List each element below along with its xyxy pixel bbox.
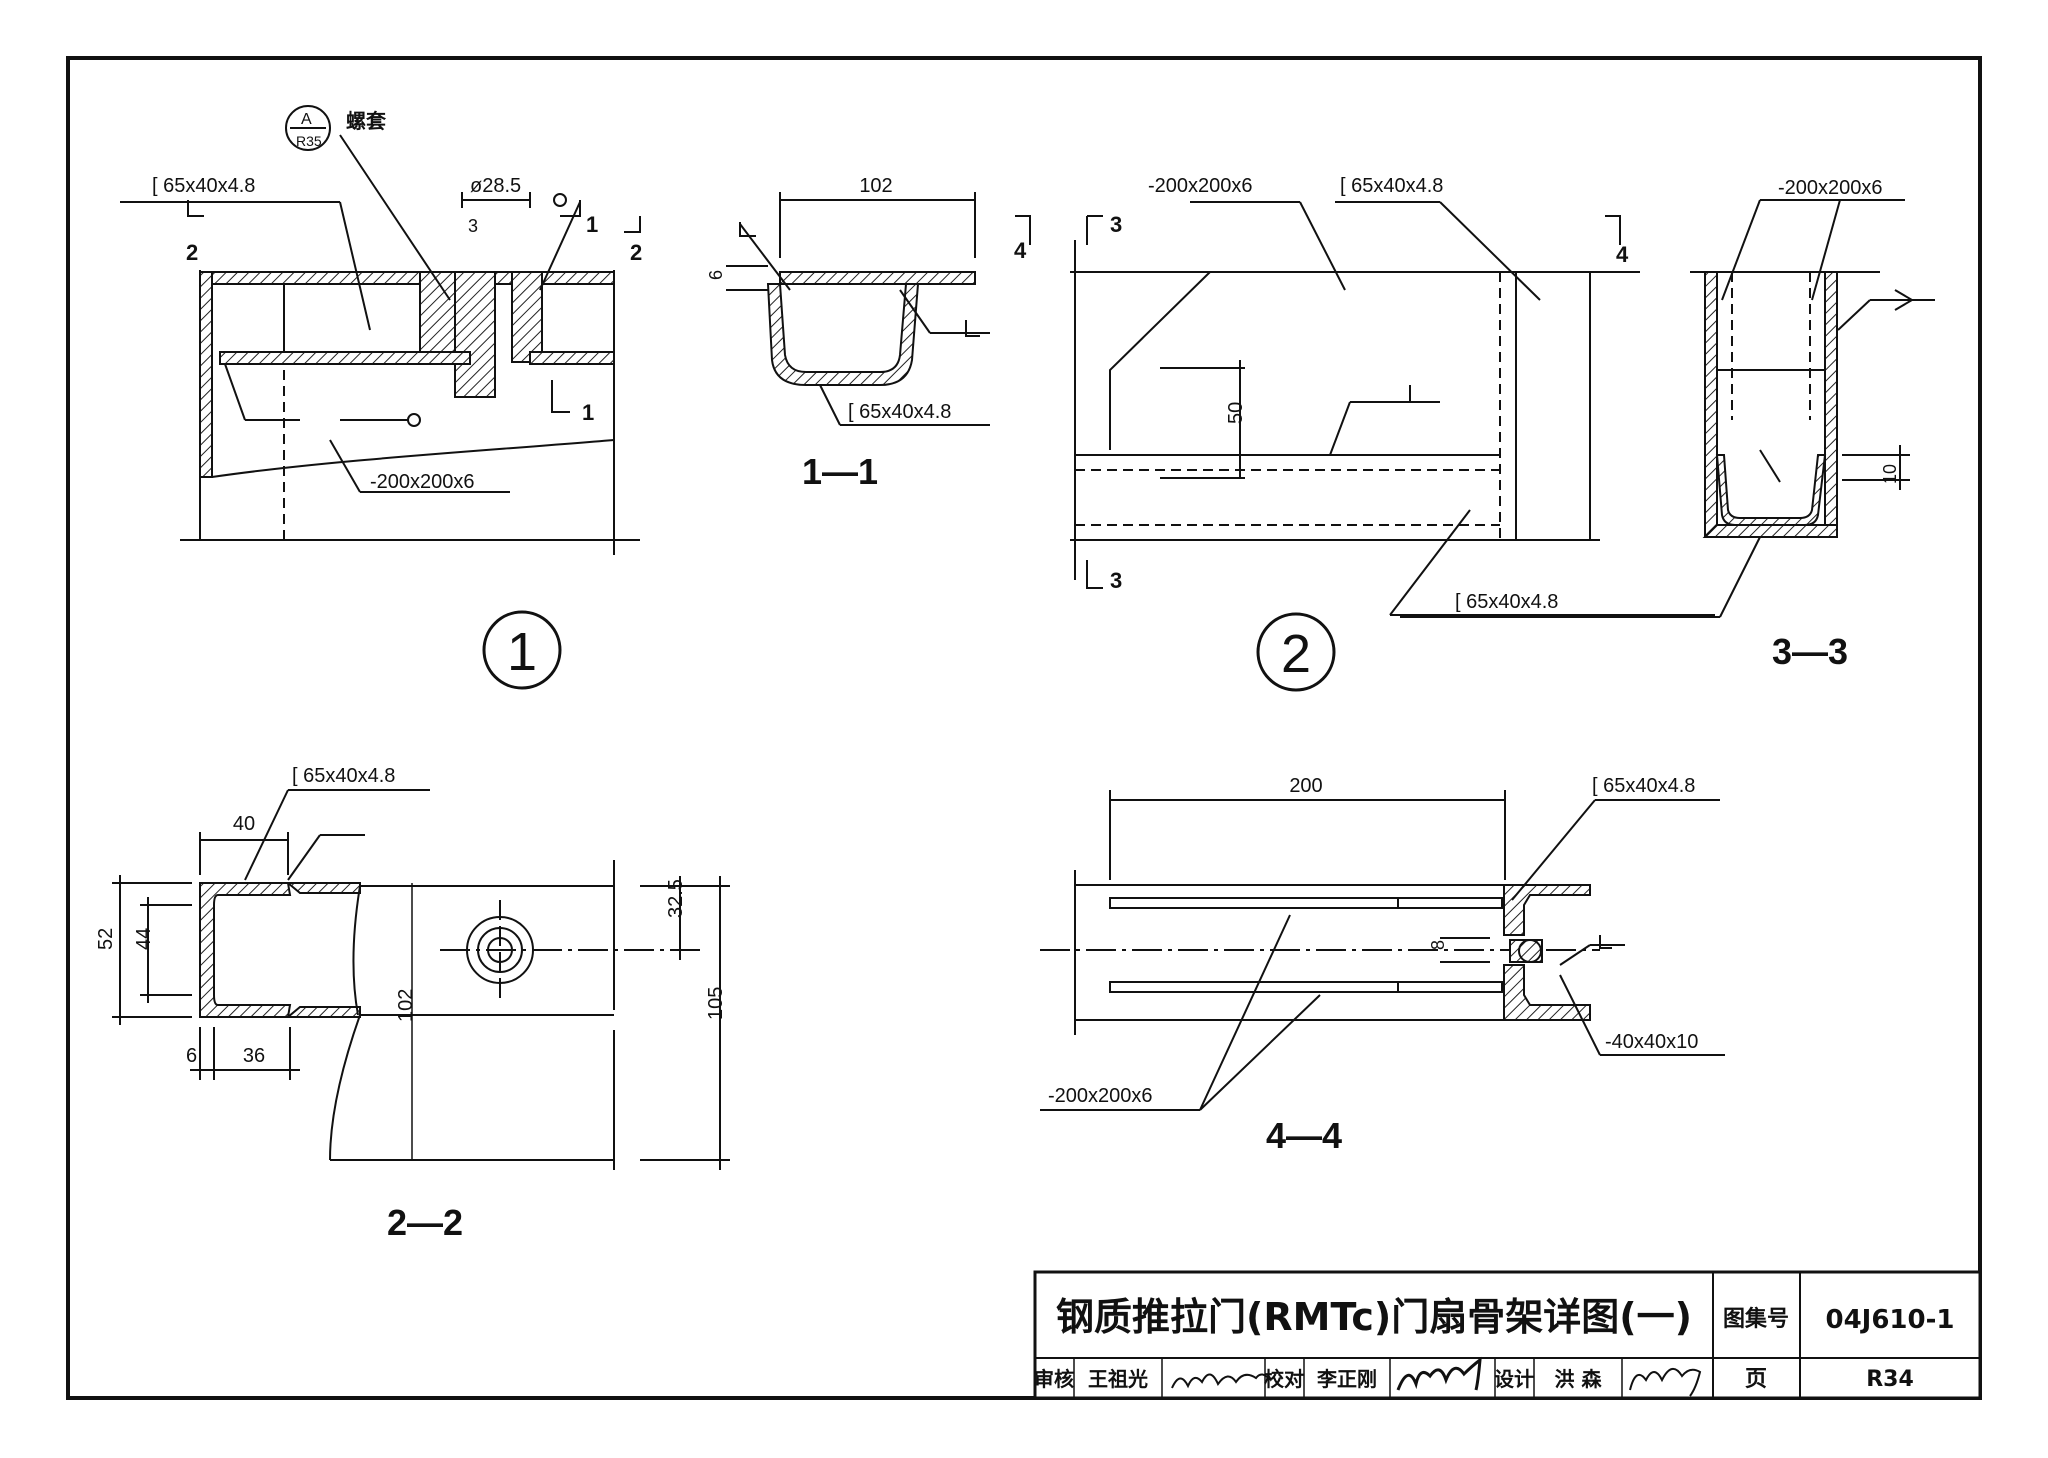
detail-1-circle — [482, 610, 562, 690]
section-mark-2-left: 2 — [186, 240, 198, 265]
review-label: 审核 — [1034, 1367, 1074, 1391]
section-4-4-title: 4—4 — [1266, 1115, 1342, 1156]
section-4-4-plate-small-label: -40x40x10 — [1605, 1031, 1698, 1053]
section-1-1-dim-102: 102 — [859, 175, 892, 197]
section-2-2-dim-44: 44 — [133, 928, 155, 950]
section-2-2-dim-36: 36 — [243, 1045, 265, 1067]
section-3-3-title: 3—3 — [1772, 631, 1848, 672]
section-mark-1-bottom: 1 — [582, 400, 594, 425]
detail-ref-top: A — [301, 111, 312, 128]
section-mark-1-top: 1 — [586, 212, 598, 237]
atlas-label: 图集号 — [1723, 1306, 1789, 1332]
section-mark-4-right: 4 — [1616, 242, 1629, 267]
section-2-2-drawing — [112, 789, 730, 1170]
section-4-4-dim-8: 8 — [1428, 940, 1448, 950]
section-1-1-channel-label: [ 65x40x4.8 — [848, 401, 951, 423]
section-2-2-dim-325: 32.5 — [665, 879, 687, 918]
section-1-1-dim-6: 6 — [706, 270, 726, 280]
design-label: 设计 — [1494, 1367, 1534, 1391]
atlas-number: 04J610-1 — [1825, 1305, 1954, 1335]
section-mark-2-right: 2 — [630, 240, 642, 265]
detail-1-drawing — [120, 105, 641, 555]
section-4-4-plate-label: -200x200x6 — [1048, 1085, 1153, 1107]
detail-1-channel-label: [ 65x40x4.8 — [152, 175, 255, 197]
section-4-4-channel-label: [ 65x40x4.8 — [1592, 775, 1695, 797]
section-4-4-drawing — [1040, 790, 1725, 1111]
checker-signature — [1396, 1356, 1482, 1391]
detail-ref-bottom: R35 — [296, 133, 322, 149]
detail-2-dim-50: 50 — [1225, 402, 1247, 424]
section-mark-4-left: 4 — [1014, 238, 1027, 263]
reviewer-name: 王祖光 — [1088, 1367, 1148, 1391]
weld3-label: 3 — [468, 216, 478, 236]
section-mark-3-bottom: 3 — [1110, 568, 1122, 593]
detail-1-plate-label: -200x200x6 — [370, 471, 475, 493]
detail-2-channel-label: [ 65x40x4.8 — [1340, 175, 1443, 197]
detail-2-circle — [1256, 612, 1336, 692]
page-label: 页 — [1745, 1367, 1767, 1392]
section-1-1-title: 1—1 — [802, 451, 878, 492]
section-3-3-drawing — [1400, 199, 1935, 618]
detail-1-number: 1 — [507, 622, 537, 682]
section-1-1-drawing — [726, 192, 990, 426]
check-label: 校对 — [1264, 1367, 1304, 1391]
bolt-sleeve-label: 螺套 — [346, 109, 386, 133]
detail-2-bottom-channel-label: [ 65x40x4.8 — [1455, 591, 1558, 613]
section-3-3-dim-10: 10 — [1880, 464, 1900, 484]
section-2-2-title: 2—2 — [387, 1202, 463, 1243]
section-3-3-plate-label: -200x200x6 — [1778, 177, 1883, 199]
drawing-title: 钢质推拉门(RMTc)门扇骨架详图(一) — [1056, 1295, 1692, 1339]
dia-label: ø28.5 — [470, 175, 521, 197]
title-block: 钢质推拉门(RMTc)门扇骨架详图(一) 图集号 04J610-1 页 R34 … — [1033, 1270, 1982, 1400]
section-2-2-dim-40: 40 — [233, 813, 255, 835]
section-mark-3-top: 3 — [1110, 212, 1122, 237]
page-number: R34 — [1866, 1367, 1914, 1392]
detail-2-drawing — [1015, 201, 1715, 616]
designer-signature — [1629, 1368, 1702, 1397]
section-4-4-dim-200: 200 — [1289, 775, 1322, 797]
detail-2-plate-label: -200x200x6 — [1148, 175, 1253, 197]
section-2-2-dim-6: 6 — [186, 1045, 197, 1067]
reviewer-signature — [1171, 1373, 1271, 1389]
section-2-2-dim-105: 105 — [705, 987, 727, 1020]
section-2-2-dim-102: 102 — [395, 989, 417, 1022]
designer-name: 洪 森 — [1555, 1367, 1603, 1391]
sheet-border — [66, 56, 1982, 1400]
section-2-2-channel-label: [ 65x40x4.8 — [292, 765, 395, 787]
detail-2-number: 2 — [1281, 624, 1311, 684]
section-2-2-dim-52: 52 — [95, 928, 117, 950]
checker-name: 李正刚 — [1316, 1367, 1377, 1391]
